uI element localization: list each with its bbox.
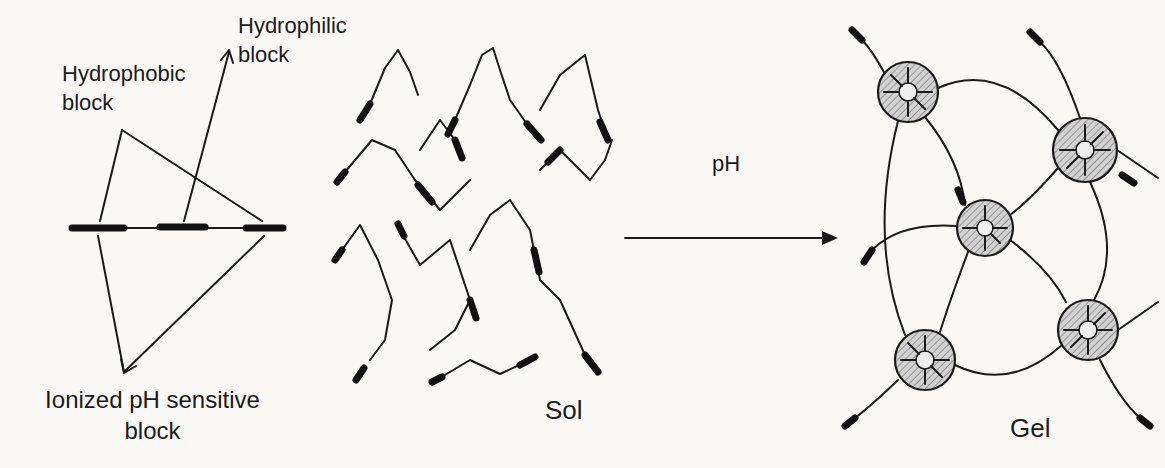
state-label: Gel (1010, 412, 1090, 446)
copolymer-chain (70, 227, 285, 228)
stimulus-label: pH (712, 150, 772, 179)
leader-lines (98, 50, 264, 373)
block-label: Ionized pH sensitive block (15, 384, 290, 446)
gel-network (845, 30, 1158, 426)
sol-chains (335, 48, 612, 382)
transition-arrow (625, 231, 838, 245)
block-label: Hydrophobic block (62, 60, 197, 117)
micelle-cores (878, 62, 1118, 390)
state-label: Sol (545, 394, 615, 428)
block-label: Hydrophilic block (238, 12, 368, 69)
